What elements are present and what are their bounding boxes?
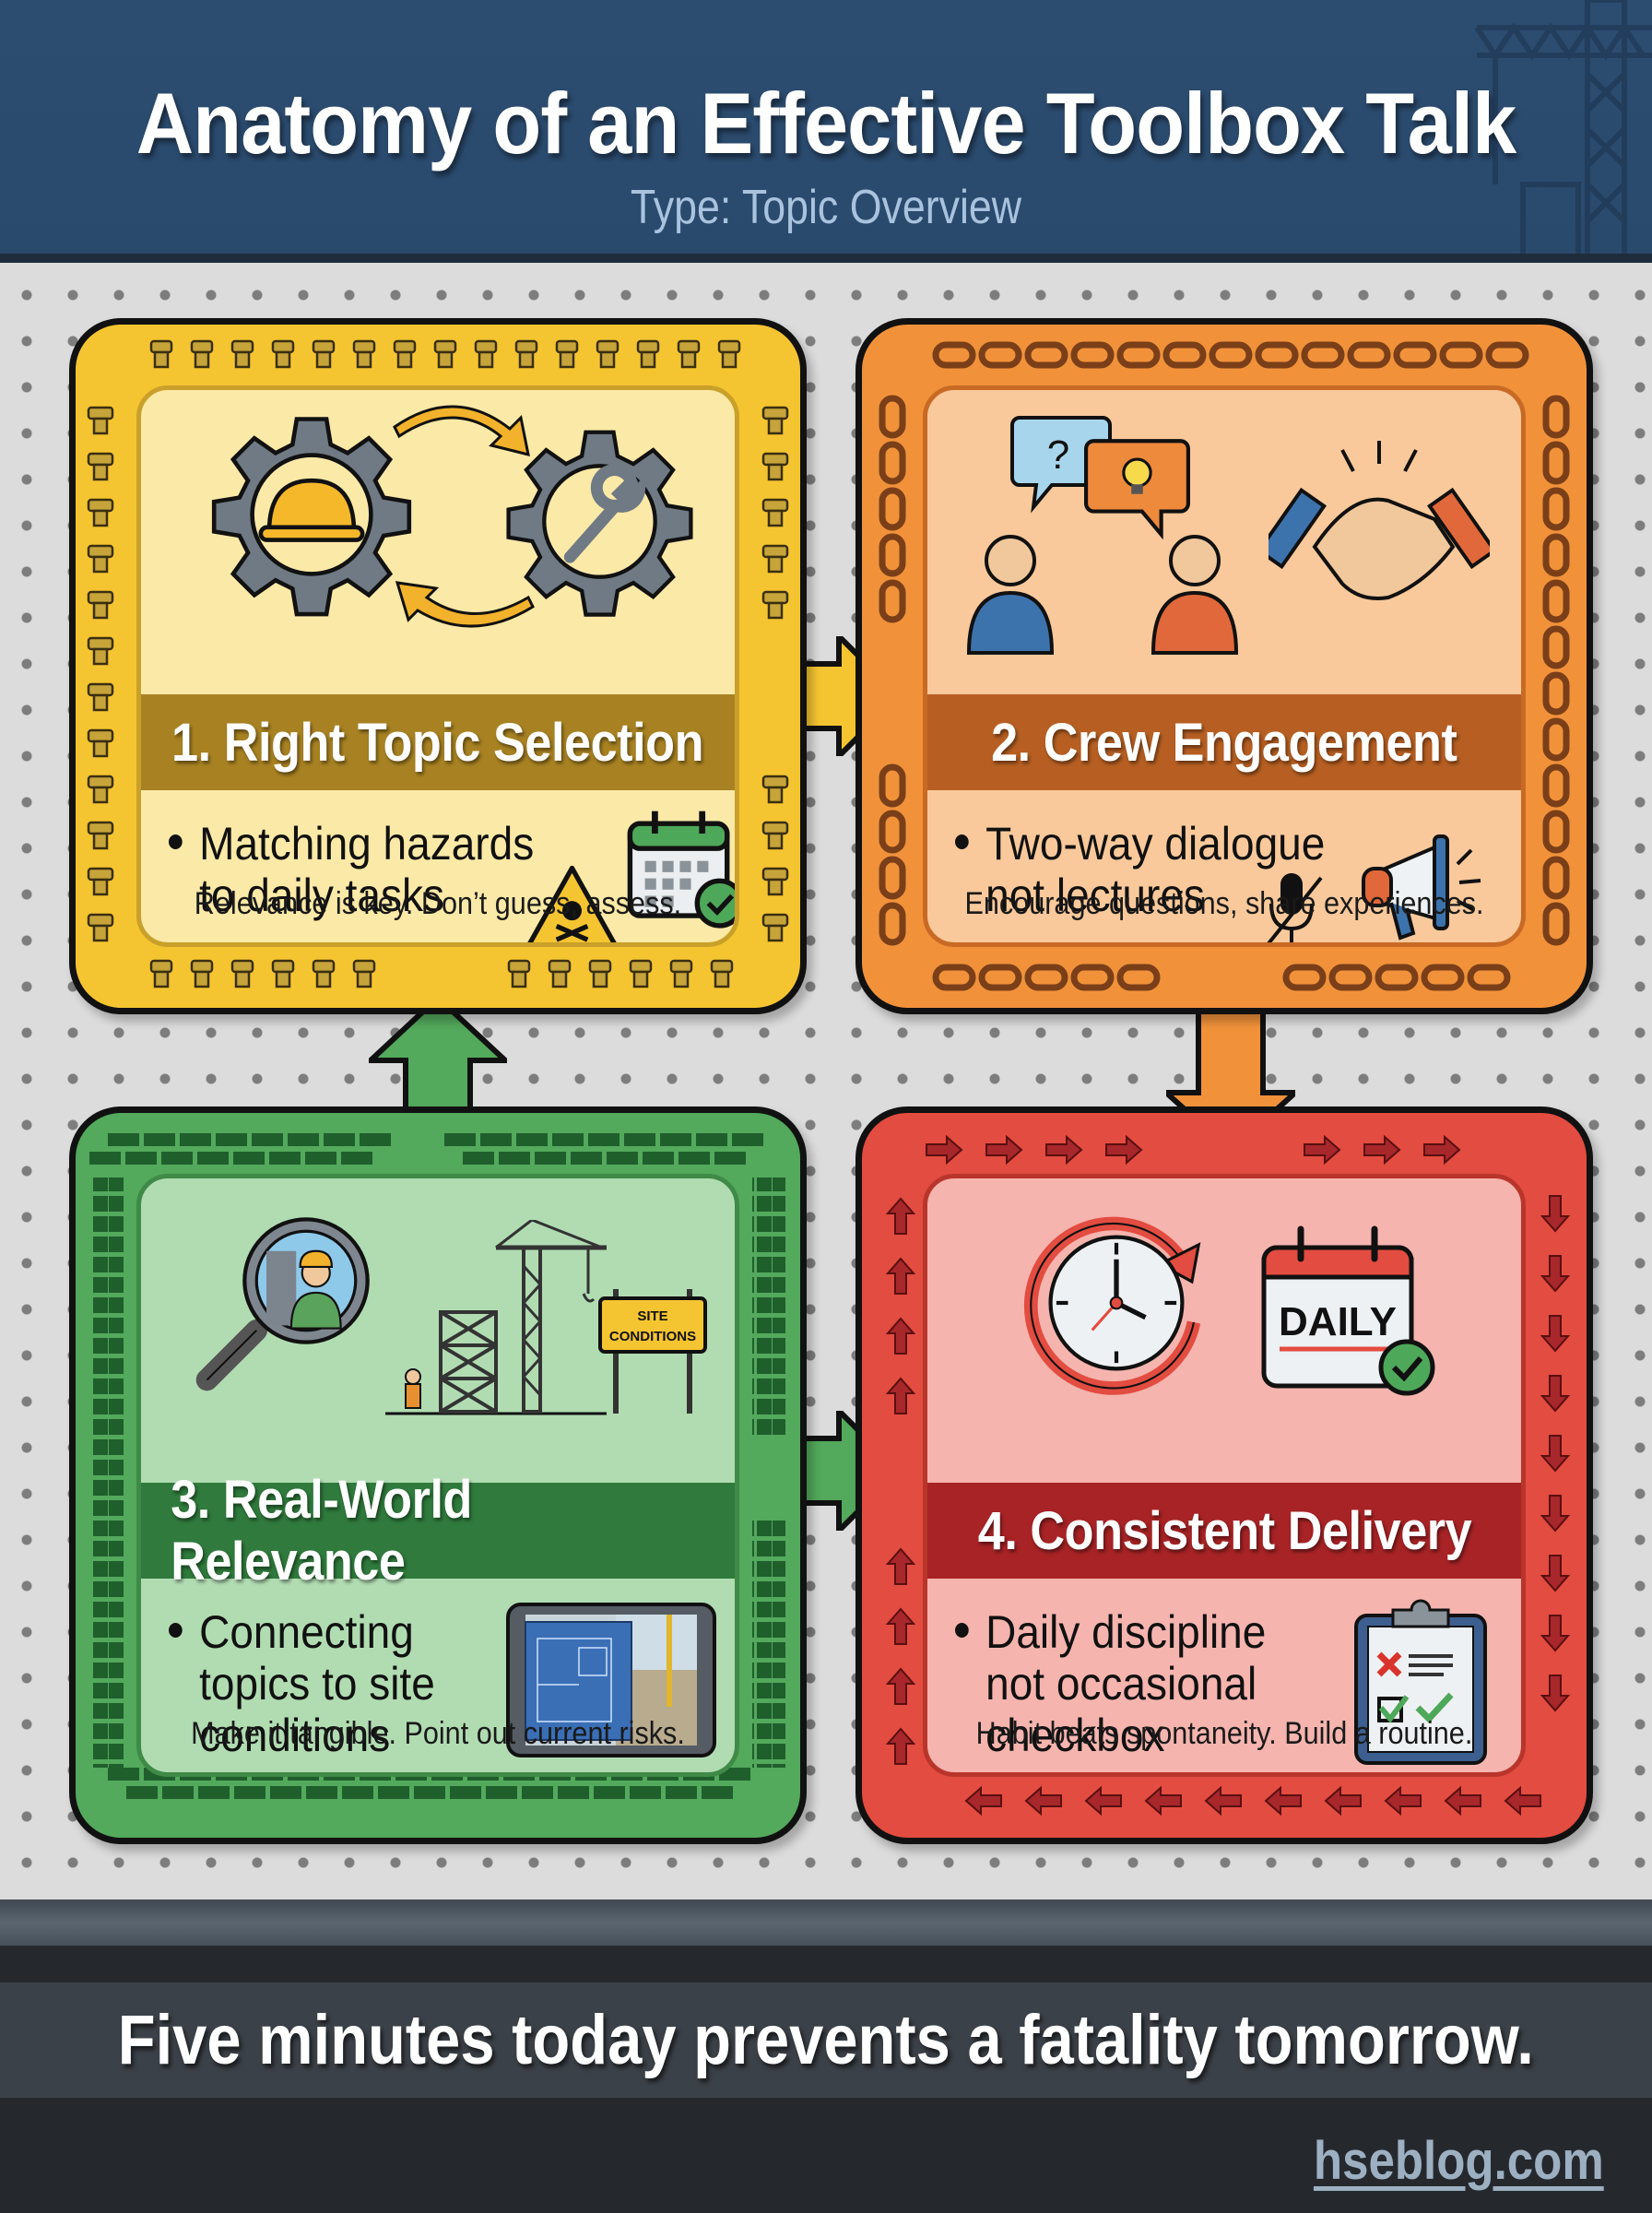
card-tagline: Make it tangible. Point out current risk…: [191, 1716, 685, 1751]
card-illustration: SITE CONDITIONS: [141, 1178, 735, 1483]
card-title: 4. Consistent Delivery: [977, 1500, 1471, 1561]
clipboard-checklist-icon: [1354, 1599, 1487, 1765]
svg-text:?: ?: [1047, 432, 1069, 478]
page-subtitle: Type: Topic Overview: [630, 181, 1022, 234]
card-panel: ? 2. Crew Engagement: [923, 385, 1526, 947]
card-title: 2. Crew Engagement: [991, 712, 1457, 773]
bullet-line: Matching hazards: [199, 818, 535, 870]
bullet-line: checkbox: [985, 1710, 1165, 1761]
hazard-skull-icon: [527, 865, 617, 942]
page-title: Anatomy of an Effective Toolbox Talk: [136, 75, 1516, 172]
header-banner: Anatomy of an Effective Toolbox Talk Typ…: [0, 0, 1652, 263]
sign-text-line-2: CONDITIONS: [609, 1329, 696, 1344]
floor-beam: [0, 1899, 1652, 1946]
tablet-blueprint-icon: [506, 1603, 716, 1757]
bullet-dot: [955, 1622, 969, 1638]
card-title: 1. Right Topic Selection: [171, 712, 704, 773]
card-tagline: Habit beats spontaneity. Build a routine…: [975, 1716, 1473, 1751]
bullet-line: Daily discipline: [985, 1606, 1267, 1658]
bullet-dot: [955, 834, 969, 849]
sign-text-line-1: SITE: [637, 1308, 667, 1324]
gear-wrench-icon: [506, 430, 693, 617]
card-illustration: ?: [927, 390, 1521, 694]
card-title-band: 3. Real-World Relevance: [141, 1470, 735, 1592]
card-panel: DAILY 4. Consistent Delivery Daily disci…: [923, 1174, 1526, 1777]
bullet-line: to daily tasks: [199, 870, 445, 921]
people-icon: [966, 535, 1239, 655]
footer-motto: Five minutes today prevents a fatality t…: [117, 2001, 1535, 2079]
card-title-band: 1. Right Topic Selection: [141, 694, 735, 790]
card-illustration: DAILY: [927, 1178, 1521, 1483]
bullet-line: not occasional: [985, 1658, 1257, 1710]
muted-mic-icon: [1267, 873, 1323, 942]
card-panel: 1. Right Topic Selection Matching hazard…: [136, 385, 739, 947]
bullet-point: Connecting topics to site conditions: [169, 1606, 435, 1761]
bullet-dot: [169, 1622, 183, 1638]
clock-repeat-icon: [1023, 1216, 1201, 1395]
magnifier-worker-icon: [195, 1217, 370, 1391]
site-link[interactable]: hseblog.com: [1314, 2131, 1604, 2191]
calendar-label: DAILY: [1279, 1299, 1397, 1344]
card-illustration: [141, 390, 735, 694]
card-body: Daily discipline not occasional checkbox…: [927, 1579, 1521, 1772]
card-consistent-delivery: DAILY 4. Consistent Delivery Daily disci…: [856, 1106, 1593, 1844]
daily-calendar-icon: DAILY: [1261, 1225, 1435, 1396]
cycle-arrows-icon: [393, 405, 535, 628]
bullet-dot: [169, 834, 183, 849]
card-body: Connecting topics to site conditions Mak…: [141, 1579, 735, 1772]
calendar-check-icon: [627, 811, 735, 929]
card-right-topic-selection: 1. Right Topic Selection Matching hazard…: [69, 318, 807, 1014]
speech-lightbulb-icon: [1084, 439, 1190, 540]
card-title-band: 4. Consistent Delivery: [927, 1483, 1521, 1579]
card-tagline: Relevance is key. Don’t guess, assess.: [194, 886, 682, 921]
card-body: Two-way dialogue not lectures Encourage …: [927, 790, 1521, 942]
megaphone-icon: [1362, 834, 1481, 941]
card-real-world-relevance: SITE CONDITIONS 3. Real-World Relevance …: [69, 1106, 807, 1844]
card-body: Matching hazards to daily tasks Relevanc…: [141, 790, 735, 942]
card-title: 3. Real-World Relevance: [171, 1470, 472, 1592]
card-panel: SITE CONDITIONS 3. Real-World Relevance …: [136, 1174, 739, 1777]
card-title-band: 2. Crew Engagement: [927, 694, 1521, 790]
bullet-line: Connecting: [199, 1606, 414, 1658]
scaffold-crane-icon: [385, 1220, 607, 1415]
handshake-icon: [1268, 441, 1490, 600]
bullet-line: not lectures: [985, 870, 1205, 921]
bullet-point: Daily discipline not occasional checkbox: [955, 1606, 1266, 1761]
card-tagline: Encourage questions, share experiences.: [964, 886, 1484, 921]
card-crew-engagement: ? 2. Crew Engagement: [856, 318, 1593, 1014]
site-sign-icon: SITE CONDITIONS: [598, 1289, 707, 1414]
bullet-point: Two-way dialogue not lectures: [955, 818, 1325, 921]
crane-silhouette-icon: [1474, 0, 1652, 254]
bullet-line: Two-way dialogue: [985, 818, 1326, 870]
bullet-line: conditions: [199, 1710, 391, 1761]
footer: Five minutes today prevents a fatality t…: [0, 1946, 1652, 2213]
bullet-point: Matching hazards to daily tasks: [169, 818, 534, 921]
bullet-line: topics to site: [199, 1658, 435, 1710]
gear-hardhat-icon: [211, 417, 412, 617]
motto-band: Five minutes today prevents a fatality t…: [0, 1982, 1652, 2098]
